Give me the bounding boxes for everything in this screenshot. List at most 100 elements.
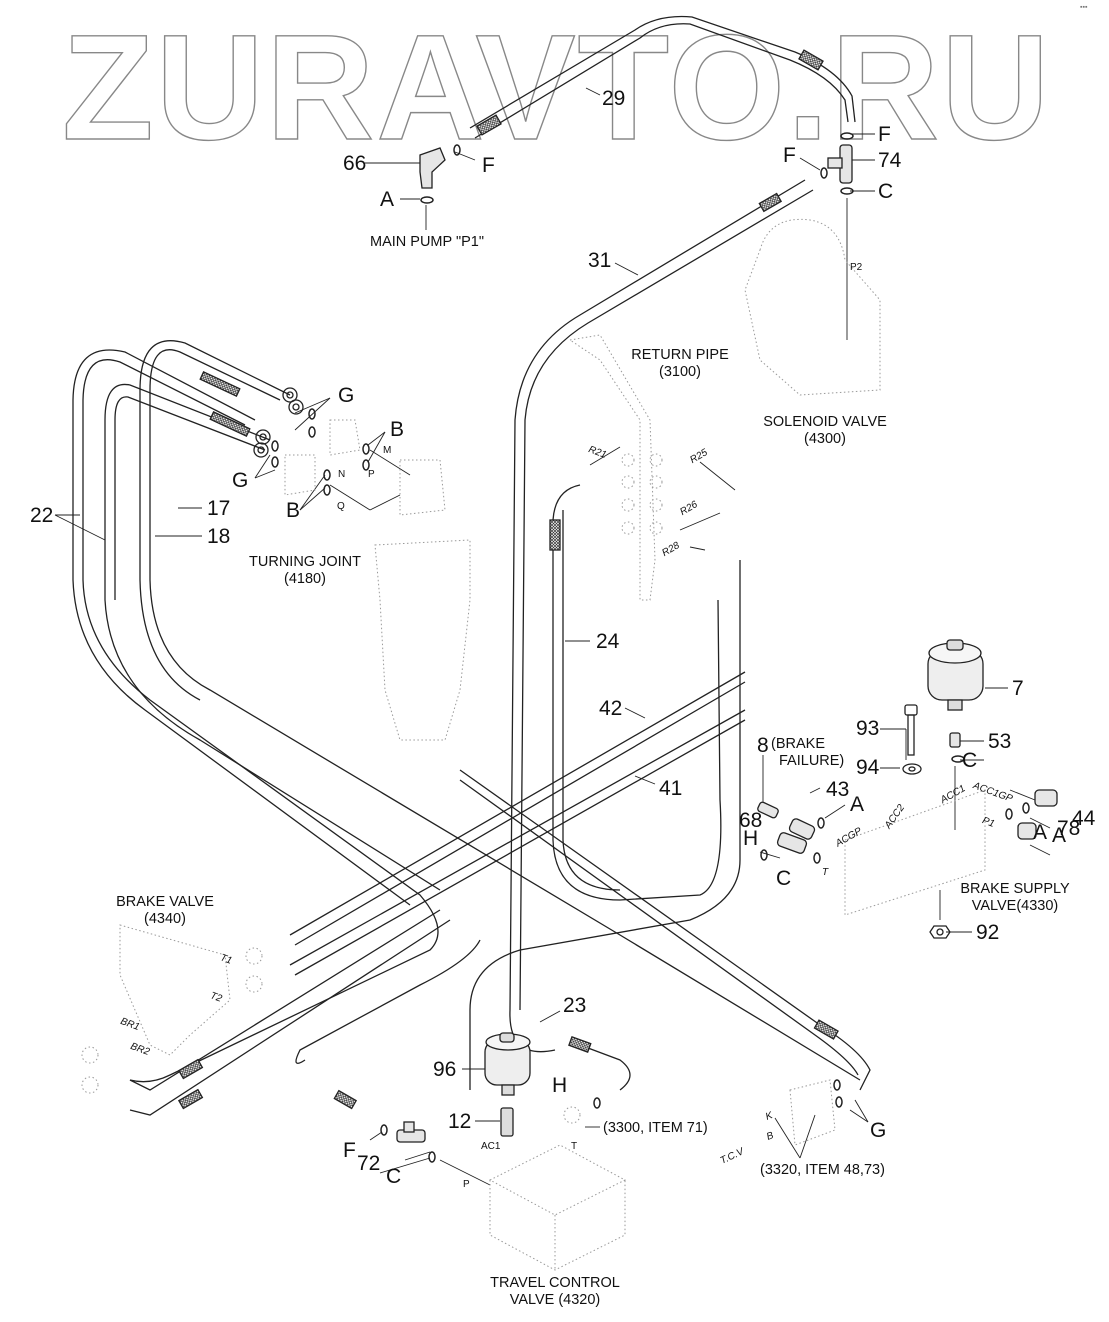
corner-mark: ▪▪▪ <box>1080 4 1088 11</box>
seal-label-g: G <box>870 1119 887 1142</box>
port-tcv-p: P <box>463 1179 470 1190</box>
connector-53 <box>949 732 961 748</box>
hose-ends-turning-joint <box>199 371 304 458</box>
seal-label-a: A <box>850 793 865 816</box>
travel-control-valve-label: TRAVEL CONTROL VALVE (4320) <box>478 1275 632 1308</box>
return-pipe-name: RETURN PIPE <box>631 347 729 363</box>
hose-23 <box>295 560 741 1110</box>
part-number-18: 18 <box>207 525 231 548</box>
brake-valve-code: (4340) <box>144 910 186 927</box>
part-number-72: 72 <box>357 1152 381 1175</box>
connector-44 <box>1034 789 1058 807</box>
part-number-44: 44 <box>1072 807 1096 830</box>
seal-label-c: C <box>878 180 894 203</box>
check-valve-12 <box>500 1107 514 1137</box>
elbow-fitting-66 <box>419 147 446 189</box>
nut-92 <box>929 925 951 939</box>
turning-joint-code: (4180) <box>284 570 326 587</box>
brake-valve-name: BRAKE VALVE <box>116 894 214 910</box>
tee-fitting-72 <box>396 1121 426 1143</box>
seal-label-b: B <box>390 418 405 441</box>
return-pipe-label: RETURN PIPE (3100) <box>620 347 740 380</box>
hose-22 <box>72 349 439 1083</box>
solenoid-valve-outline <box>744 218 881 396</box>
part-number-31: 31 <box>588 249 612 272</box>
hose-29 <box>469 15 856 139</box>
hose-42 <box>289 671 746 946</box>
brake-failure-line1: (BRAKE <box>771 736 825 752</box>
port-t: T <box>822 867 829 878</box>
travel-control-valve-code: VALVE (4320) <box>509 1291 601 1308</box>
washer-94 <box>902 763 922 775</box>
port-tcv-t: T <box>571 1141 578 1152</box>
part-number-74: 74 <box>878 149 902 172</box>
o-rings <box>271 132 1030 1163</box>
ref-3300-label: (3300, ITEM 71) <box>603 1120 708 1136</box>
hose-return-right <box>459 769 871 1091</box>
seal-label-g: G <box>338 384 355 407</box>
port-p: P <box>368 469 375 480</box>
pressure-switch-8 <box>757 801 779 819</box>
watermark: ZURAVTO.RU <box>61 3 1052 171</box>
seal-label-c: C <box>776 867 792 890</box>
hose-brake <box>129 909 451 1116</box>
seal-label-c: C <box>962 749 978 772</box>
main-pump-label: MAIN PUMP "P1" <box>370 234 484 250</box>
part-number-17: 17 <box>207 497 231 520</box>
travel-control-valve-outline <box>488 1144 627 1271</box>
brake-supply-valve-name: BRAKE SUPPLY <box>960 881 1070 897</box>
brake-valve-outline <box>119 924 231 1056</box>
seal-label-h: H <box>743 827 759 850</box>
seal-label-f: F <box>878 123 891 146</box>
hose-18 <box>104 383 441 891</box>
brake-valve-label: BRAKE VALVE (4340) <box>104 894 226 927</box>
hose-41 <box>289 709 746 976</box>
solenoid-valve-name: SOLENOID VALVE <box>763 414 887 430</box>
hose-31 <box>509 179 814 1053</box>
connector-43 <box>788 818 816 840</box>
seal-label-f: F <box>343 1139 356 1162</box>
accumulator-96 <box>484 1032 531 1096</box>
port-n: N <box>338 469 346 480</box>
part-number-78: 78 <box>1057 817 1081 840</box>
seal-label-b: B <box>286 499 301 522</box>
return-pipe-code: (3100) <box>659 363 701 380</box>
brake-failure-label: (BRAKE FAILURE) <box>771 736 844 769</box>
hose-24 <box>549 484 722 901</box>
port-p2: P2 <box>850 262 863 273</box>
part-number-22: 22 <box>30 504 54 527</box>
bolt-93 <box>904 704 918 756</box>
plug-78 <box>1017 822 1037 840</box>
part-number-96: 96 <box>433 1058 457 1081</box>
seal-label-c: C <box>386 1165 402 1188</box>
part-number-53: 53 <box>988 730 1012 753</box>
seal-label-a: A <box>1052 824 1067 847</box>
brake-failure-line2: FAILURE) <box>779 752 845 769</box>
brake-supply-valve-code: VALVE(4330) <box>971 897 1059 914</box>
tcv-block-outline <box>789 1079 836 1146</box>
seal-label-h: H <box>552 1074 568 1097</box>
hose-17 <box>139 340 861 1081</box>
elbow-fitting-68 <box>776 832 808 854</box>
part-number-68: 68 <box>739 809 763 832</box>
part-number-41: 41 <box>659 777 683 800</box>
port-q: Q <box>337 501 345 512</box>
brake-supply-valve-label: BRAKE SUPPLY VALVE(4330) <box>950 881 1080 914</box>
port-m: M <box>383 445 392 456</box>
part-number-42: 42 <box>599 697 623 720</box>
part-number-29: 29 <box>602 87 626 110</box>
part-number-92: 92 <box>976 921 1000 944</box>
seal-label-a: A <box>1033 821 1048 844</box>
part-number-93: 93 <box>856 717 880 740</box>
part-number-94: 94 <box>856 756 880 779</box>
tee-fitting-74 <box>827 144 853 184</box>
port-ac1: AC1 <box>481 1141 501 1152</box>
ref-3320-label: (3320, ITEM 48,73) <box>760 1162 885 1178</box>
solenoid-valve-label: SOLENOID VALVE (4300) <box>755 414 895 447</box>
return-pipe-outline <box>568 334 656 601</box>
leader-lines <box>54 87 1051 1186</box>
part-number-12: 12 <box>448 1110 472 1133</box>
brake-supply-valve-outline <box>844 789 986 916</box>
